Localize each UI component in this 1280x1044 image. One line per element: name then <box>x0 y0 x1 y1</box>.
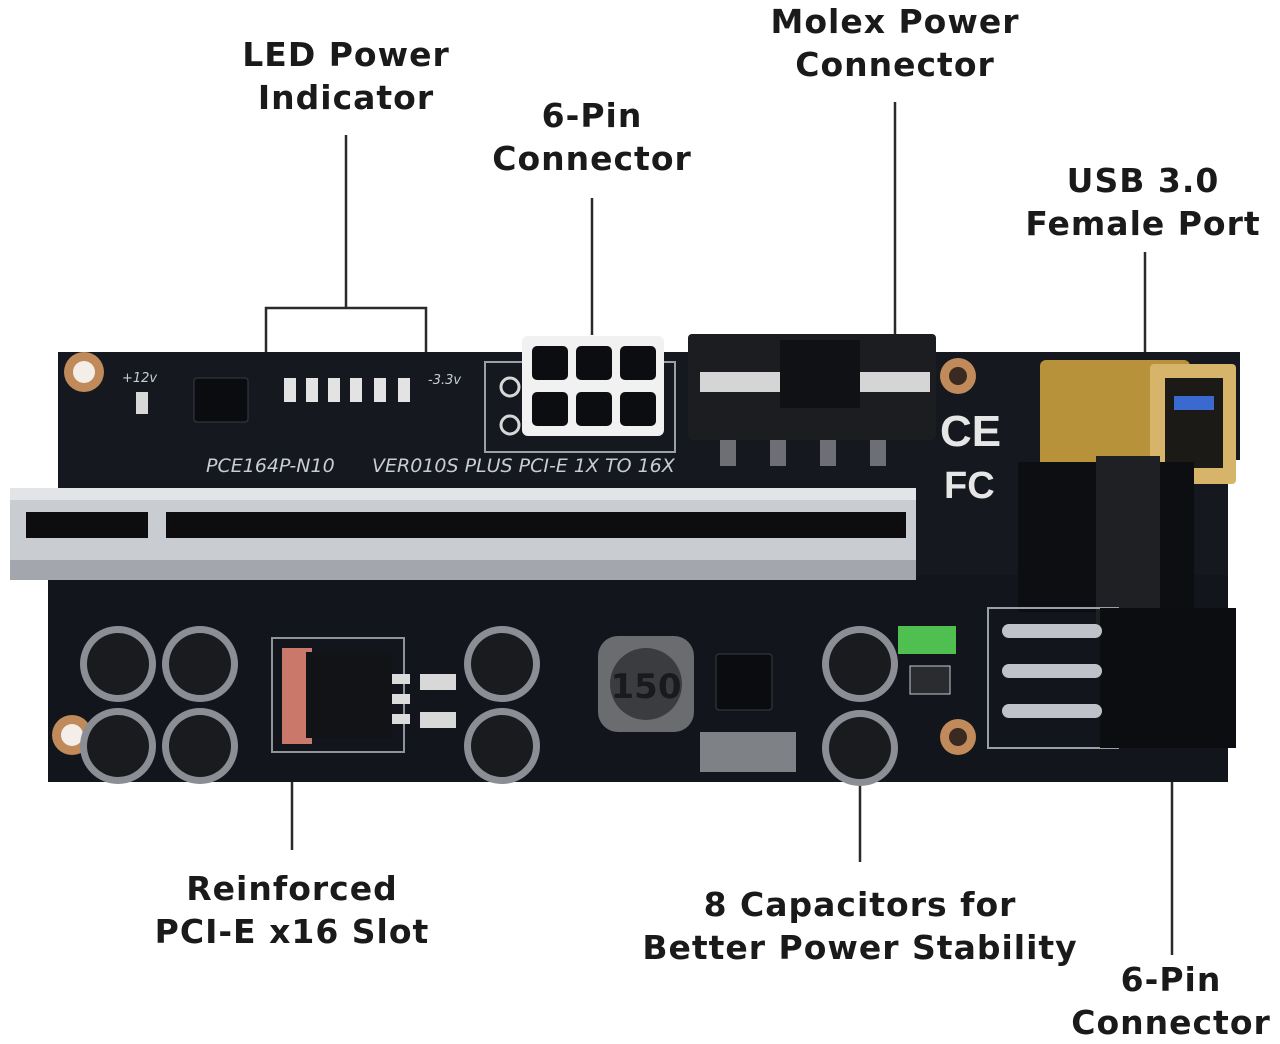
callout-six-pin-bottom: 6-Pin Connector <box>1071 958 1271 1044</box>
mounting-hole-center <box>61 724 83 746</box>
molex-pin <box>770 440 786 466</box>
led <box>306 378 318 402</box>
pin-socket <box>576 392 612 426</box>
callout-line: PCI-E x16 Slot <box>154 912 430 951</box>
six-pin-top-holes <box>532 346 656 426</box>
led-indicators <box>284 378 410 402</box>
pin-socket <box>620 392 656 426</box>
callout-line: Better Power Stability <box>642 928 1078 967</box>
smd-resistor <box>420 674 456 690</box>
usb-port-tongue <box>1174 396 1214 410</box>
inductor-label: 150 <box>611 667 682 707</box>
capacitor <box>80 708 156 784</box>
mounting-hole-center <box>949 728 967 746</box>
fc-mark: FC <box>944 465 995 507</box>
voltage-regulator <box>306 652 392 738</box>
led <box>328 378 340 402</box>
mounting-hole-center <box>73 361 95 383</box>
regulator-pin <box>392 674 410 684</box>
molex-latch <box>780 340 860 408</box>
pin-socket <box>532 346 568 380</box>
silk-version: VER010S PLUS PCI-E 1X TO 16X <box>372 455 676 477</box>
capacitor <box>822 626 898 702</box>
pcie-slot-base <box>10 560 916 580</box>
status-led <box>898 626 956 654</box>
callout-usb-port: USB 3.0 Female Port <box>1025 159 1260 245</box>
connector-latch <box>1096 456 1160 626</box>
callout-capacitors: 8 Capacitors for Better Power Stability <box>642 883 1077 969</box>
capacitor <box>162 708 238 784</box>
callout-line: Connector <box>492 139 692 178</box>
connector-pin <box>1002 704 1102 718</box>
mounting-hole-center <box>949 367 967 385</box>
regulator-pins <box>392 674 410 724</box>
callout-line: 8 Capacitors for <box>703 885 1017 924</box>
via <box>499 414 521 436</box>
pin-header <box>700 732 796 772</box>
smd-resistor <box>420 712 456 728</box>
callout-line: LED Power <box>242 35 450 74</box>
pin-socket <box>576 346 612 380</box>
capacitor <box>464 708 540 784</box>
led <box>398 378 410 402</box>
silk-12v: +12v <box>122 371 157 386</box>
callout-line: USB 3.0 <box>1066 161 1220 200</box>
via <box>499 376 521 398</box>
molex-pin <box>870 440 886 466</box>
connector-pin <box>1002 664 1102 678</box>
callout-line: Molex Power <box>770 2 1020 41</box>
molex-pins <box>720 440 886 466</box>
capacitor <box>822 710 898 786</box>
capacitor <box>162 626 238 702</box>
controller-ic <box>715 653 773 711</box>
silk-33v: -3.3v <box>428 373 461 388</box>
inductor-core <box>610 648 682 720</box>
capacitor <box>80 626 156 702</box>
molex-pin-bar <box>700 372 784 392</box>
callout-pcie-slot: Reinforced PCI-E x16 Slot <box>155 867 430 953</box>
led <box>350 378 362 402</box>
callout-line: Connector <box>795 45 995 84</box>
pin-socket <box>620 346 656 380</box>
smd-resistor <box>136 392 148 414</box>
capacitor <box>464 626 540 702</box>
regulator-pin <box>392 694 410 704</box>
molex-pin-bar <box>860 372 930 392</box>
ce-mark: CE <box>940 407 1001 456</box>
silk-model: PCE164P-N10 <box>206 455 335 477</box>
ic-chip <box>193 377 249 423</box>
callout-line: 6-Pin <box>541 96 643 135</box>
capacitors <box>80 626 898 786</box>
callout-line: Connector <box>1071 1003 1271 1042</box>
mounting-holes <box>52 352 976 755</box>
callout-line: Indicator <box>257 78 435 117</box>
regulator-pin <box>392 714 410 724</box>
six-pin-bottom-connector <box>1100 608 1236 748</box>
led <box>374 378 386 402</box>
callout-led-power-indicator: LED Power Indicator <box>242 33 449 119</box>
callout-six-pin-top: 6-Pin Connector <box>492 94 692 180</box>
pcie-slot-key-long <box>166 512 906 538</box>
led-bracket-line <box>264 306 428 380</box>
callout-line: Reinforced <box>186 869 398 908</box>
molex-pin <box>720 440 736 466</box>
led <box>284 378 296 402</box>
six-pin-bottom-pins <box>1002 624 1102 718</box>
callout-line: Female Port <box>1025 204 1261 243</box>
pin-socket <box>532 392 568 426</box>
pcie-slot-highlight <box>10 488 916 500</box>
callout-line: 6-Pin <box>1120 960 1222 999</box>
usb-port-opening <box>1165 378 1223 468</box>
callout-molex-power-connector: Molex Power Connector <box>771 0 1020 86</box>
connector-pin <box>1002 624 1102 638</box>
molex-pin <box>820 440 836 466</box>
fuse <box>909 665 951 695</box>
pcie-slot-key-short <box>26 512 148 538</box>
